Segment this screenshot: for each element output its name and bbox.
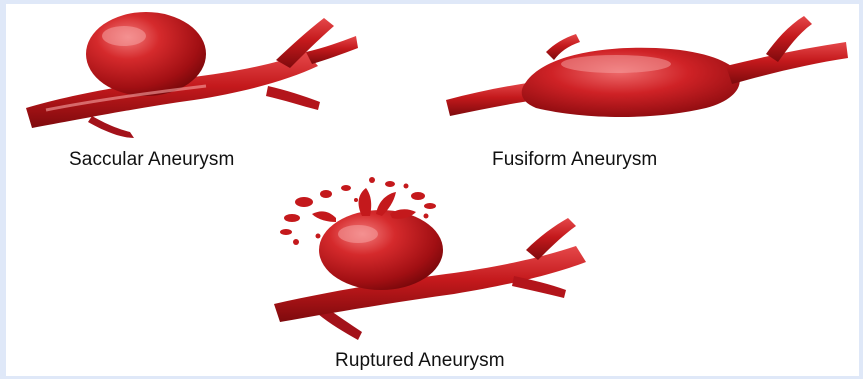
- ruptured-sac: [319, 210, 443, 290]
- ruptured-sac-highlight: [338, 225, 378, 243]
- saccular-lower-right-branch: [266, 86, 320, 110]
- fusiform-left-vessel: [446, 82, 536, 116]
- aneurysm-illustration: [6, 4, 863, 379]
- ruptured-lower-branch: [512, 276, 566, 298]
- saccular-back-branch: [88, 116, 134, 138]
- ruptured-aneurysm-label: Ruptured Aneurysm: [335, 350, 505, 372]
- ruptured-aneurysm-diagram: [274, 177, 586, 340]
- fusiform-aneurysm-diagram: [446, 16, 848, 117]
- saccular-sac: [86, 12, 206, 96]
- saccular-sac-highlight: [102, 26, 146, 46]
- saccular-aneurysm-label: Saccular Aneurysm: [69, 149, 234, 171]
- fusiform-highlight: [561, 55, 671, 73]
- fusiform-aneurysm-label: Fusiform Aneurysm: [492, 149, 657, 171]
- saccular-aneurysm-diagram: [26, 12, 358, 138]
